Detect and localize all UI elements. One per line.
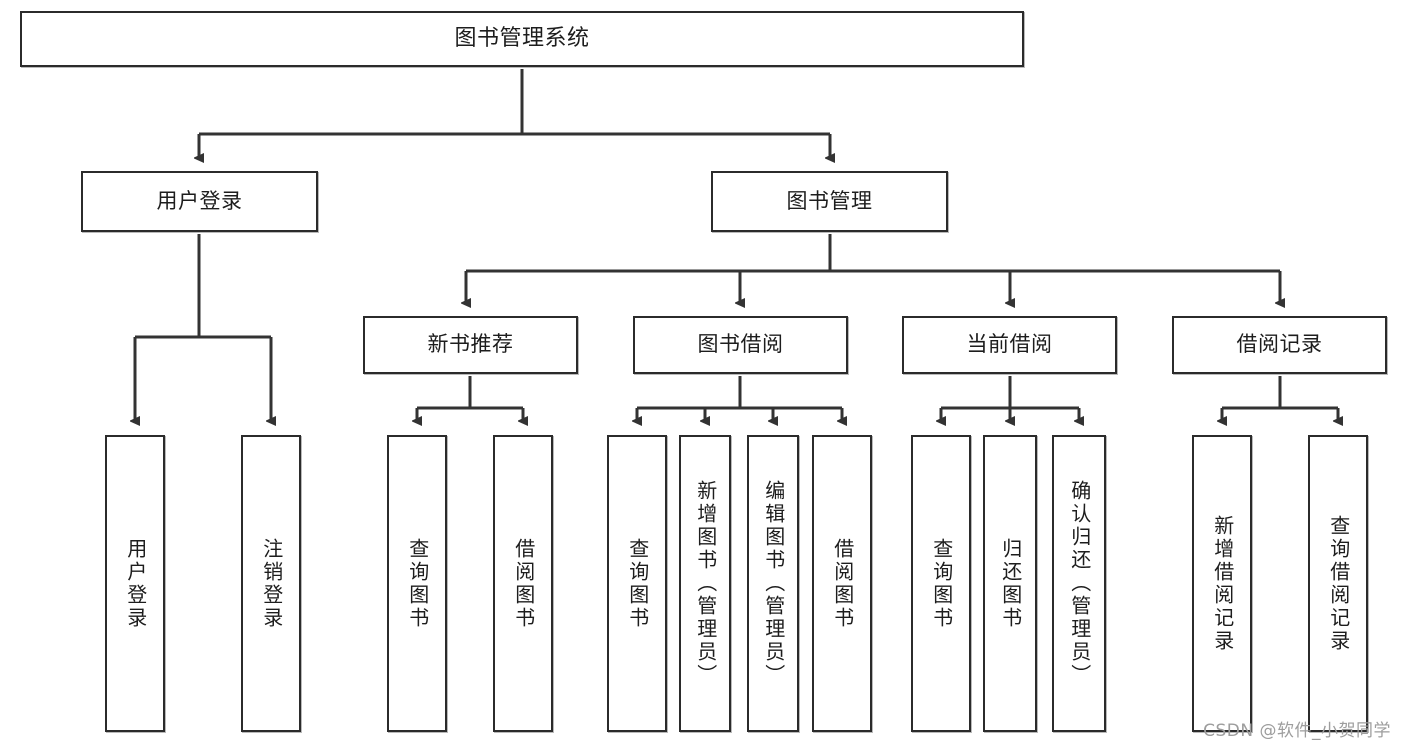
node-label: 查询图书 xyxy=(929,537,954,630)
node-label: 归还图书 xyxy=(998,537,1023,630)
leaf-add-book-admin[interactable]: 新增图书（管理员） xyxy=(679,435,731,732)
node-label: 借阅图书 xyxy=(830,537,855,630)
leaf-query-book-recommend[interactable]: 查询图书 xyxy=(387,435,447,732)
node-root-system[interactable]: 图书管理系统 xyxy=(20,11,1024,67)
leaf-query-book-borrow[interactable]: 查询图书 xyxy=(607,435,667,732)
leaf-query-book-current[interactable]: 查询图书 xyxy=(911,435,971,732)
node-book-management[interactable]: 图书管理 xyxy=(711,171,948,232)
node-book-borrow[interactable]: 图书借阅 xyxy=(633,316,848,374)
node-borrow-record[interactable]: 借阅记录 xyxy=(1172,316,1387,374)
node-current-borrow[interactable]: 当前借阅 xyxy=(902,316,1117,374)
leaf-return-book[interactable]: 归还图书 xyxy=(983,435,1037,732)
node-new-book-recommend[interactable]: 新书推荐 xyxy=(363,316,578,374)
leaf-logout-login[interactable]: 注销登录 xyxy=(241,435,301,732)
node-label: 图书借阅 xyxy=(697,332,784,357)
node-label: 确认归还（管理员） xyxy=(1067,480,1092,687)
node-label: 图书管理系统 xyxy=(454,25,590,51)
node-label: 注销登录 xyxy=(259,537,284,630)
node-label: 查询借阅记录 xyxy=(1326,514,1351,653)
leaf-edit-book-admin[interactable]: 编辑图书（管理员） xyxy=(747,435,799,732)
leaf-borrow-book[interactable]: 借阅图书 xyxy=(812,435,872,732)
leaf-borrow-book-recommend[interactable]: 借阅图书 xyxy=(493,435,553,732)
node-user-login[interactable]: 用户登录 xyxy=(81,171,318,232)
leaf-user-login[interactable]: 用户登录 xyxy=(105,435,165,732)
node-label: 新增借阅记录 xyxy=(1210,514,1235,653)
leaf-confirm-return-admin[interactable]: 确认归还（管理员） xyxy=(1052,435,1106,732)
leaf-query-borrow-record[interactable]: 查询借阅记录 xyxy=(1308,435,1368,732)
watermark: CSDN @软件_小贺同学 xyxy=(1203,721,1391,741)
node-label: 当前借阅 xyxy=(966,332,1053,357)
node-label: 借阅图书 xyxy=(511,537,536,630)
node-label: 查询图书 xyxy=(625,537,650,630)
node-label: 编辑图书（管理员） xyxy=(761,480,786,687)
leaf-add-borrow-record[interactable]: 新增借阅记录 xyxy=(1192,435,1252,732)
node-label: 用户登录 xyxy=(156,188,243,213)
node-label: 用户登录 xyxy=(123,537,148,630)
node-label: 图书管理 xyxy=(786,188,873,213)
node-label: 新增图书（管理员） xyxy=(693,480,718,687)
node-label: 查询图书 xyxy=(405,537,430,630)
node-label: 新书推荐 xyxy=(427,332,514,357)
node-label: 借阅记录 xyxy=(1236,332,1323,357)
